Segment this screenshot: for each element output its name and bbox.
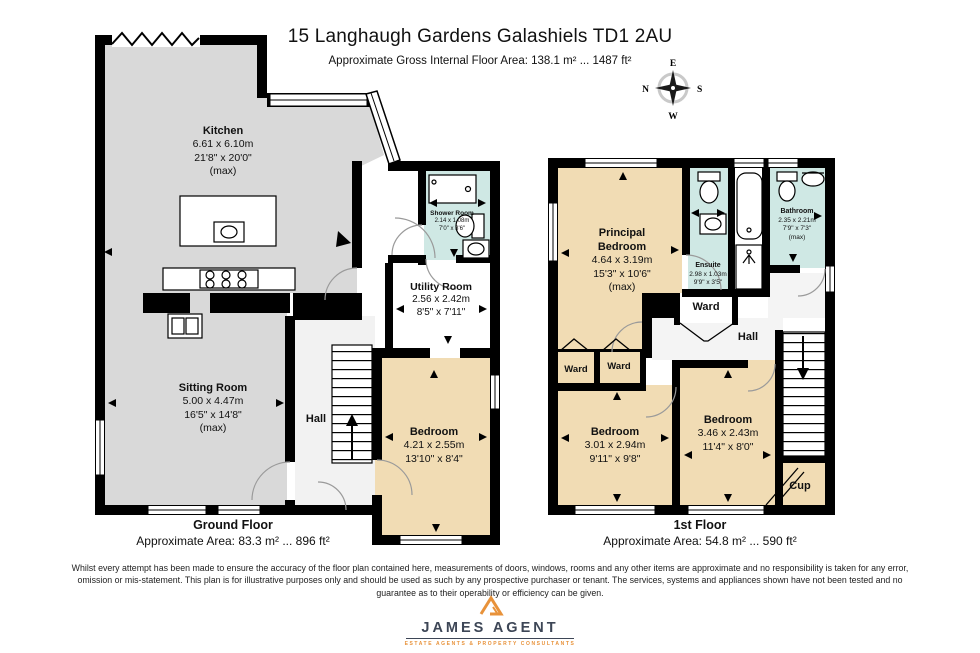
logo-name: JAMES AGENT (421, 620, 559, 636)
ground-fixtures (162, 174, 490, 339)
compass-label-bottom: W (668, 112, 678, 122)
room-label-sitting-room: Sitting Room 5.00 x 4.47m 16'5" x 14'8" … (178, 382, 248, 434)
ensuite-toilet-icon (697, 171, 721, 182)
room-label-ground-hall: Hall (305, 413, 327, 425)
room-label-kitchen: Kitchen 6.61 x 6.10m 21'8" x 20'0" (max) (192, 125, 254, 177)
bathroom-toilet-icon (776, 171, 798, 182)
first-floor-caption: 1st Floor Approximate Area: 54.8 m² ... … (603, 518, 797, 548)
room-label-bedroom-left: Bedroom 3.01 x 2.94m 9'11" x 9'8" (584, 426, 646, 465)
front-door-marker (336, 231, 351, 247)
ground-floor-plan (95, 31, 500, 545)
disclaimer-text: Whilst every attempt has been made to en… (71, 563, 909, 598)
first-floor-plan (548, 158, 835, 515)
ground-measure-markers (104, 199, 487, 532)
first-measure-markers (561, 172, 822, 502)
compass-label-left: N (642, 85, 649, 95)
room-label-bedroom-right: Bedroom 3.46 x 2.43m 11'4" x 8'0" (697, 414, 759, 453)
room-label-utility-room: Utility Room 2.56 x 2.42m 8'5" x 7'11" (410, 281, 472, 319)
room-label-shower-room: Shower Room 2.14 x 1.08m 7'0" x 3'6" (430, 210, 474, 232)
page-header: 15 Langhaugh Gardens Galashiels TD1 2AU … (190, 26, 770, 67)
wardrobe-door-lines (559, 322, 805, 510)
room-label-ward-left: Ward (564, 364, 588, 375)
bathroom-sink-icon (801, 171, 825, 187)
page-subtitle: Approximate Gross Internal Floor Area: 1… (328, 55, 632, 67)
room-label-ensuite: Ensuite 2.98 x 1.03m 9'9" x 3'5" (689, 262, 727, 287)
first-fixtures (697, 171, 825, 290)
ground-windows (95, 90, 500, 545)
compass: E S W N (642, 59, 702, 122)
room-label-ward-mid: Ward (607, 361, 631, 372)
page-title: 15 Langhaugh Gardens Galashiels TD1 2AU (287, 26, 673, 47)
room-label-principal-bedroom: Principal Bedroom 4.64 x 3.19m 15'3" x 1… (591, 227, 653, 294)
first-windows (548, 158, 835, 515)
room-label-ground-bedroom: Bedroom 4.21 x 2.55m 13'10" x 8'4" (403, 426, 465, 465)
agency-logo: JAMES AGENT ESTATE AGENTS & PROPERTY CON… (0, 596, 980, 647)
first-door-arcs (611, 254, 826, 418)
logo-triangle-icon (479, 595, 504, 616)
room-label-first-hall: Hall (737, 331, 759, 343)
compass-label-top: E (670, 59, 676, 69)
compass-label-right: S (697, 85, 702, 95)
ground-floor-caption: Ground Floor Approximate Area: 83.3 m² .… (136, 518, 330, 548)
ground-door-arcs (251, 217, 457, 511)
ground-zigzag-wall (111, 31, 200, 47)
stairs-up (331, 344, 373, 464)
bathtub-icon (736, 172, 763, 240)
logo-rule (406, 638, 574, 639)
first-walls (548, 158, 835, 515)
room-label-cup: Cup (789, 480, 811, 492)
room-label-bathroom: Bathroom 2.35 x 2.21m 7'9" x 7'3" (max) (778, 208, 816, 241)
room-label-ward-top: Ward (692, 301, 720, 313)
logo-tagline: ESTATE AGENTS & PROPERTY CONSULTANTS (404, 641, 576, 647)
stairs-down (782, 331, 826, 457)
